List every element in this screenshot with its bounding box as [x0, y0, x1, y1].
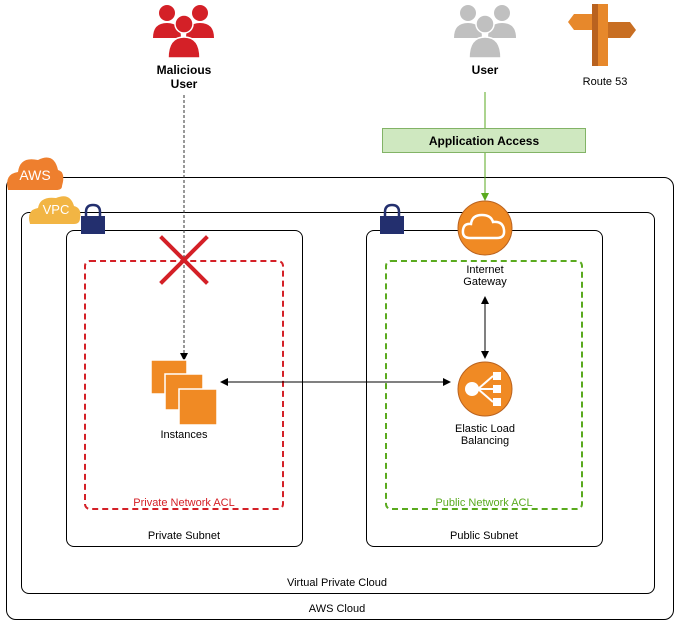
instances-label: Instances — [160, 429, 208, 441]
aws-cloud-container — [6, 177, 674, 620]
user-icon — [454, 5, 516, 59]
aws-badge-label: AWS — [19, 167, 51, 183]
vpc-label: Virtual Private Cloud — [286, 577, 388, 589]
private-subnet-container — [66, 230, 303, 547]
public-subnet-label: Public Subnet — [450, 530, 518, 542]
internet-gateway-label-line2: Gateway — [463, 276, 507, 288]
private-subnet-label: Private Subnet — [147, 530, 221, 542]
public-acl-label: Public Network ACL — [435, 497, 533, 509]
user-label: User — [471, 63, 499, 77]
route53-label: Route 53 — [582, 76, 628, 88]
vpc-badge-label: VPC — [42, 202, 70, 217]
elb-label-line2: Balancing — [460, 435, 510, 447]
route53-icon — [568, 4, 636, 66]
malicious-user-label-line2: User — [170, 77, 198, 91]
private-acl-boundary — [84, 260, 284, 510]
application-access-banner: Application Access — [382, 128, 586, 153]
vpc-container — [21, 212, 655, 594]
elb-label-line1: Elastic Load — [455, 423, 515, 435]
aws-cloud-label: AWS Cloud — [308, 603, 366, 615]
application-access-label: Application Access — [428, 133, 540, 148]
malicious-user-label-line1: Malicious — [156, 63, 212, 77]
private-acl-label: Private Network ACL — [133, 497, 235, 509]
public-acl-boundary — [385, 260, 583, 510]
internet-gateway-label-line1: Internet — [466, 264, 504, 276]
malicious-user-icon — [153, 5, 214, 59]
